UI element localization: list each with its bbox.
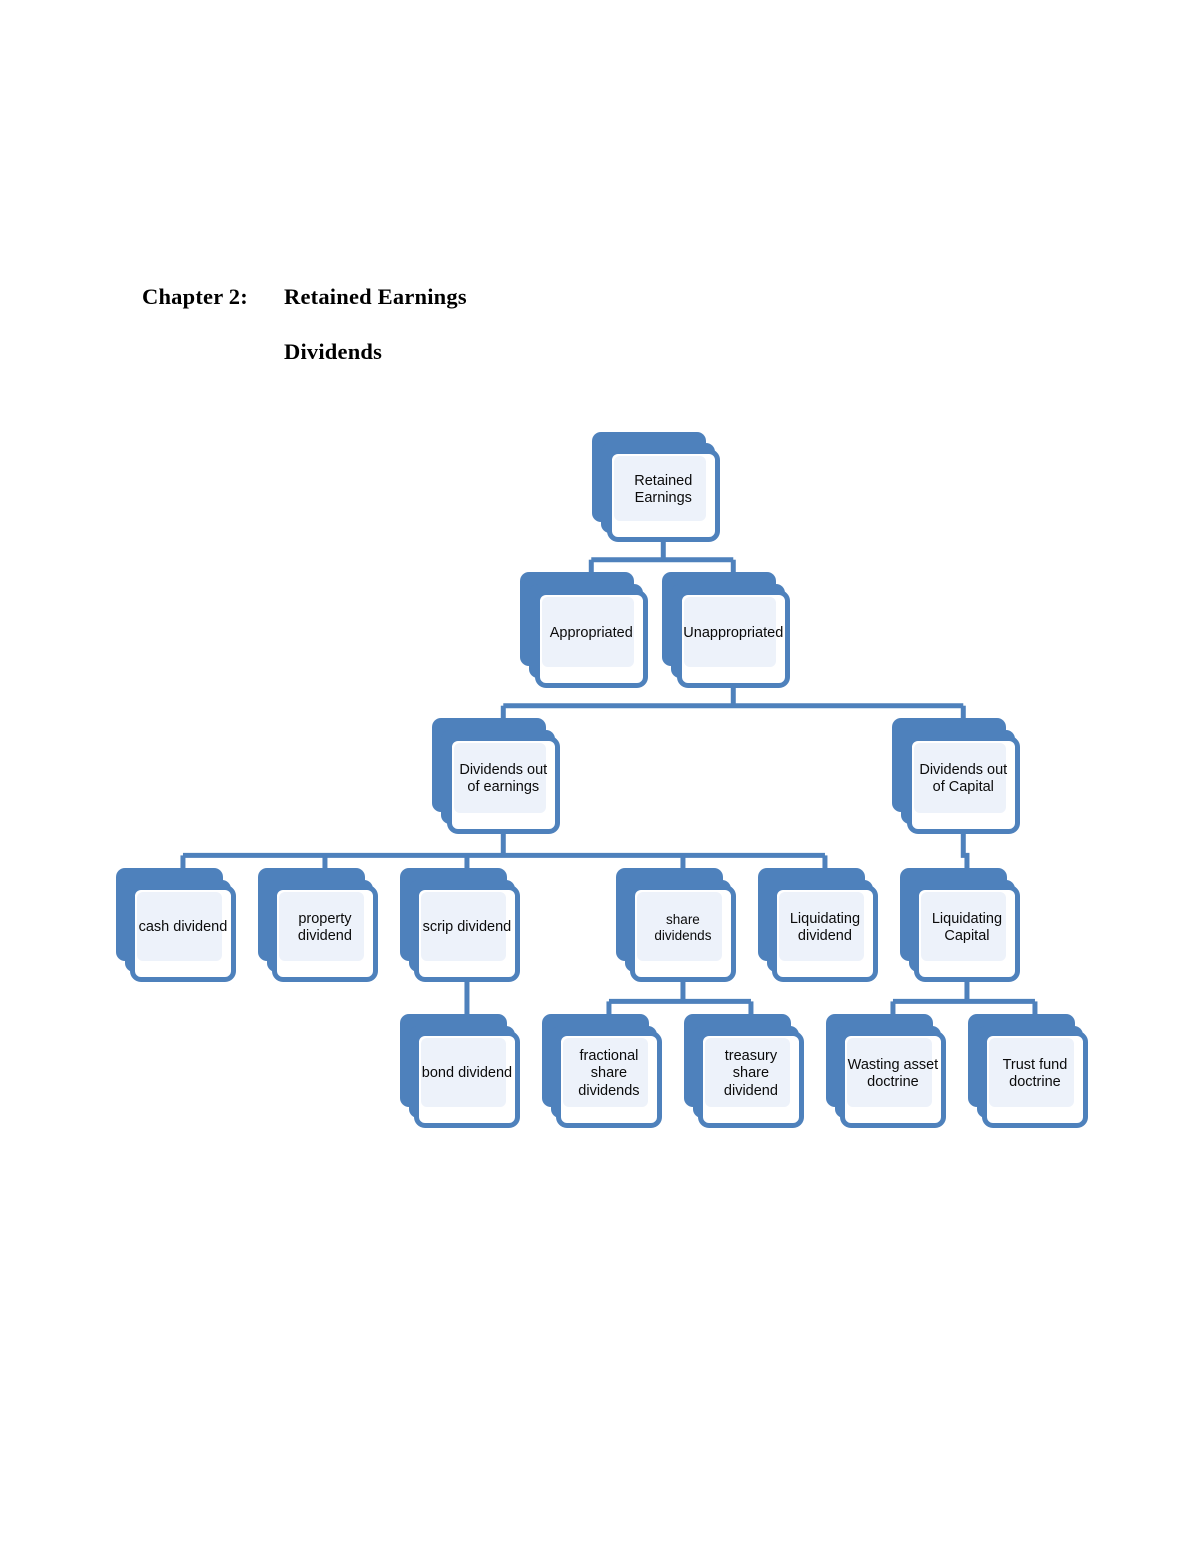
page-heading: Chapter 2: Retained Earnings Dividends <box>142 284 1042 364</box>
node-face: scrip dividend <box>413 885 521 982</box>
node-wasting-asset-doctrine[interactable]: Wasting asset doctrine <box>826 1014 950 1130</box>
node-face: Trust fund doctrine <box>981 1031 1089 1128</box>
node-label: Appropriated <box>549 624 633 641</box>
node-face: property dividend <box>271 885 379 982</box>
node-label: treasury share dividend <box>723 1048 778 1099</box>
node-face: Liquidating dividend <box>771 885 879 982</box>
chapter-title: Retained Earnings <box>284 284 467 309</box>
node-face: fractional share dividends <box>555 1031 663 1128</box>
node-treasury-share-dividend[interactable]: treasury share dividend <box>684 1014 808 1130</box>
node-liquidating-capital[interactable]: Liquidating Capital <box>900 868 1024 984</box>
node-appropriated[interactable]: Appropriated <box>520 572 652 690</box>
node-bond-dividend[interactable]: bond dividend <box>400 1014 524 1130</box>
node-face: Dividends out of Capital <box>906 735 1021 834</box>
node-label: fractional share dividends <box>578 1048 640 1099</box>
page-subtitle: Dividends <box>284 338 383 364</box>
node-liquidating-dividend[interactable]: Liquidating dividend <box>758 868 882 984</box>
node-dividends-out-of-earnings[interactable]: Dividends out of earnings <box>432 718 564 836</box>
heading-line-subtitle: Dividends <box>142 338 1042 364</box>
node-unappropriated[interactable]: Unappropriated <box>662 572 794 690</box>
node-label: scrip dividend <box>422 919 512 936</box>
node-label: Wasting asset doctrine <box>847 1056 939 1091</box>
node-fractional-share-dividends[interactable]: fractional share dividends <box>542 1014 666 1130</box>
node-face: Dividends out of earnings <box>446 735 561 834</box>
node-label: Liquidating Capital <box>931 910 1003 945</box>
node-share-dividends[interactable]: share dividends <box>616 868 740 984</box>
node-face: Wasting asset doctrine <box>839 1031 947 1128</box>
node-face: treasury share dividend <box>697 1031 805 1128</box>
node-face: share dividends <box>629 885 737 982</box>
node-face: Unappropriated <box>676 589 791 688</box>
node-face: bond dividend <box>413 1031 521 1128</box>
node-label: Trust fund doctrine <box>1002 1056 1068 1091</box>
node-label: property dividend <box>297 910 352 945</box>
node-face: Retained Earnings <box>606 448 721 542</box>
node-label: Dividends out of earnings <box>459 762 548 796</box>
node-label: bond dividend <box>421 1065 513 1082</box>
node-label: Liquidating dividend <box>789 910 861 945</box>
node-cash-dividend[interactable]: cash dividend <box>116 868 240 984</box>
heading-line-chapter: Chapter 2: Retained Earnings <box>142 284 1042 309</box>
node-label: Unappropriated <box>683 624 784 641</box>
node-label: Retained Earnings <box>634 472 693 506</box>
node-property-dividend[interactable]: property dividend <box>258 868 382 984</box>
node-label: cash dividend <box>138 919 228 936</box>
node-face: cash dividend <box>129 885 237 982</box>
node-face: Appropriated <box>534 589 649 688</box>
node-retained-earnings[interactable]: Retained Earnings <box>592 432 724 544</box>
node-trust-fund-doctrine[interactable]: Trust fund doctrine <box>968 1014 1092 1130</box>
node-dividends-out-of-capital[interactable]: Dividends out of Capital <box>892 718 1024 836</box>
node-face: Liquidating Capital <box>913 885 1021 982</box>
node-scrip-dividend[interactable]: scrip dividend <box>400 868 524 984</box>
node-label: share dividends <box>654 912 712 944</box>
chapter-label: Chapter 2: <box>142 284 248 309</box>
node-label: Dividends out of Capital <box>919 762 1008 796</box>
